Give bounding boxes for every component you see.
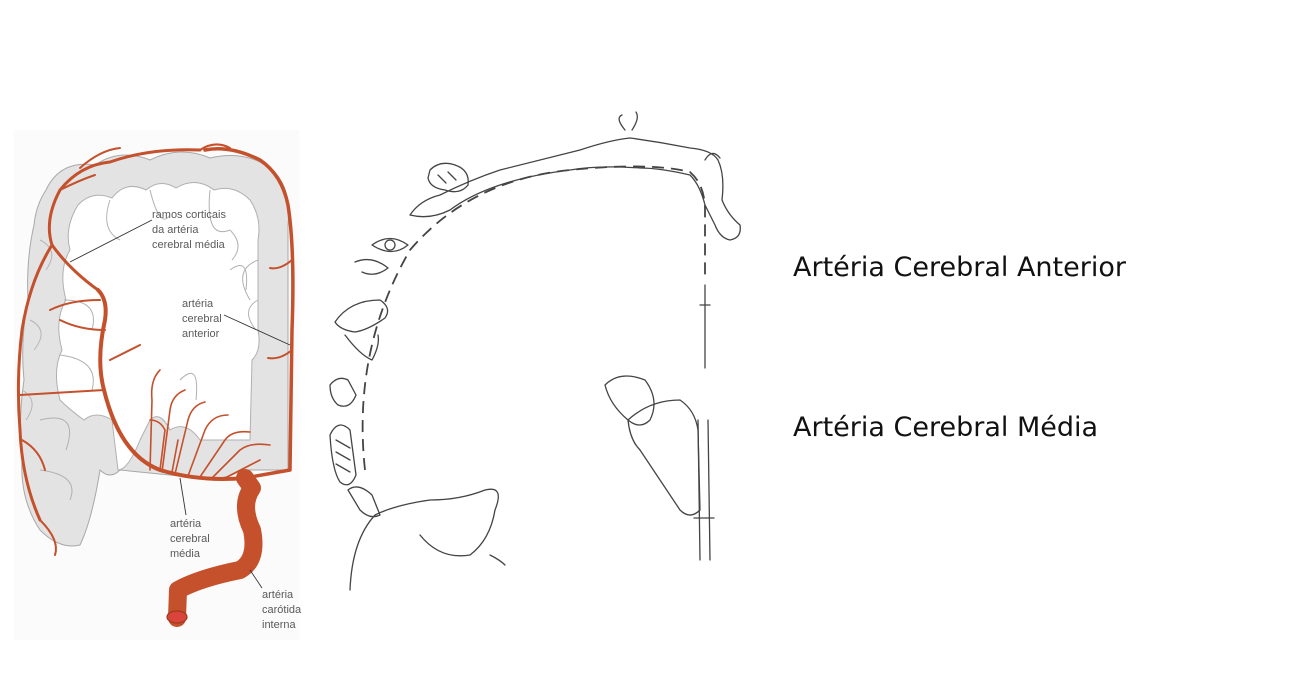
annotation-line: interna	[262, 619, 297, 631]
annotation-line: ramos corticais	[152, 209, 226, 221]
internal-carotid-artery	[168, 469, 263, 627]
midline-outline	[693, 419, 715, 561]
annotation-line: artéria	[262, 589, 294, 601]
brain-contour	[489, 554, 506, 566]
label-middle-cerebral-artery: Artéria Cerebral Média	[793, 412, 1099, 443]
homunculus-foot-outline	[618, 111, 721, 161]
homunculus-lips-outline	[334, 299, 389, 361]
annotation-internal-carotid: artéria carótida interna	[262, 589, 302, 631]
annotation-cortical-branches: ramos corticais da artéria cerebral médi…	[152, 209, 226, 251]
annotation-line: média	[170, 548, 201, 560]
homunculus-tongue-outline	[329, 424, 357, 486]
annotation-line: carótida	[262, 604, 302, 616]
label-anterior-cerebral-artery: Artéria Cerebral Anterior	[793, 252, 1126, 283]
homunculus-jaw-outline	[329, 377, 357, 407]
cortical-branch	[16, 243, 54, 522]
leader-lines	[69, 219, 291, 589]
arteries	[16, 143, 295, 627]
homunculus-pharynx-outline	[347, 486, 381, 518]
annotation-line: da artéria	[152, 224, 199, 236]
annotation-middle-artery: artéria cerebral média	[170, 518, 210, 560]
annotation-line: artéria	[182, 298, 214, 310]
homunculus-nose-outline	[354, 258, 389, 275]
basal-ganglia-outline	[604, 375, 701, 516]
homunculus-sagittal-drawing	[329, 111, 741, 591]
annotation-line: cerebral média	[152, 239, 226, 251]
cortex-dashed-arc	[361, 165, 706, 471]
deep-branches	[149, 369, 271, 479]
homunculus-hand-outline	[427, 162, 469, 193]
coronal-brain-section: ramos corticais da artéria cerebral médi…	[14, 130, 302, 640]
homunculus-trunk-outline	[409, 137, 741, 241]
annotation-anterior-artery: artéria cerebral anterior	[182, 298, 222, 340]
anterior-cerebral-artery	[203, 147, 295, 480]
carotid-opening	[166, 610, 188, 624]
brain-lower-outline	[349, 488, 499, 591]
homunculus-eye-outline	[371, 237, 409, 253]
annotation-line: anterior	[182, 328, 220, 340]
annotation-line: artéria	[170, 518, 202, 530]
interhemispheric-outline	[699, 284, 711, 369]
annotation-line: cerebral	[182, 313, 222, 325]
annotation-line: cerebral	[170, 533, 210, 545]
